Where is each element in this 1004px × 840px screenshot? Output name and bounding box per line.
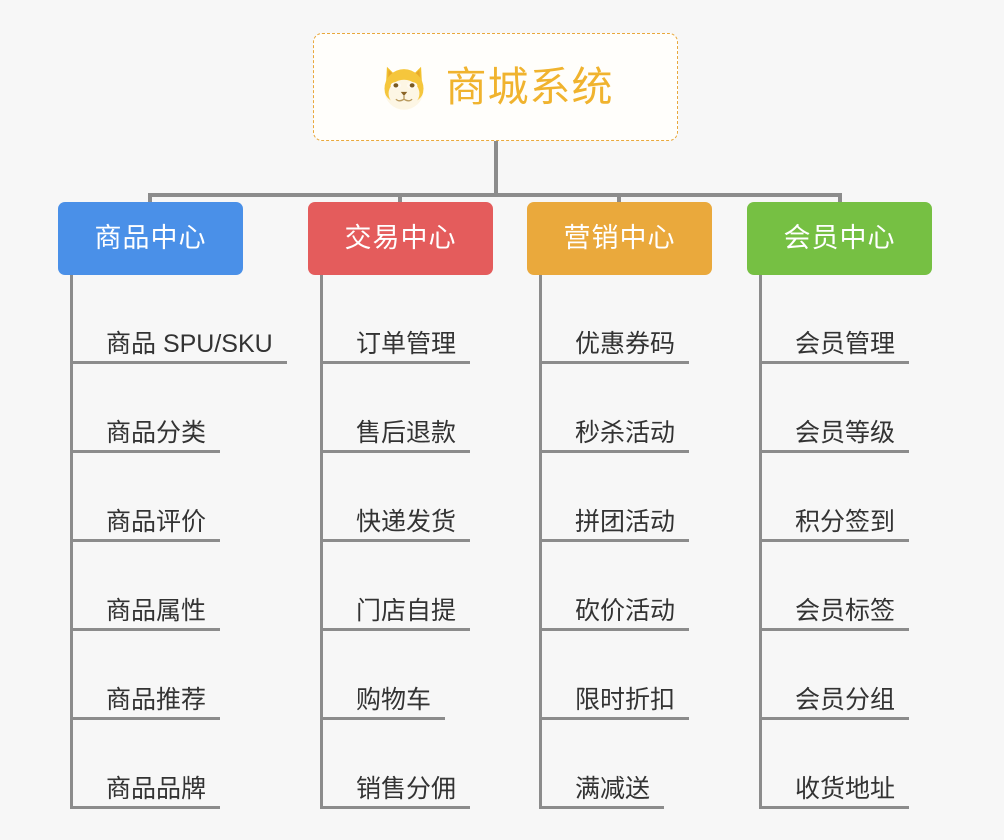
leaf-label: 商品分类 — [106, 419, 207, 447]
leaf-label: 购物车 — [356, 686, 432, 714]
leaf-label: 门店自提 — [356, 597, 457, 625]
column-trunk — [759, 275, 762, 809]
leaf-label: 砍价活动 — [575, 597, 676, 625]
connector-drop-3 — [617, 193, 621, 209]
connector-root-stem — [494, 141, 498, 197]
category-header-huiyuan[interactable]: 会员中心 — [747, 202, 932, 275]
leaf-label: 商品推荐 — [106, 686, 207, 714]
category-header-shangpin[interactable]: 商品中心 — [58, 202, 243, 275]
leaf-label: 售后退款 — [356, 419, 457, 447]
leaf-label: 拼团活动 — [575, 508, 676, 536]
connector-horizontal-bus — [148, 193, 842, 197]
leaf-label: 优惠券码 — [575, 330, 676, 358]
root-node[interactable]: 商城系统 — [313, 33, 678, 141]
leaf-label: 会员分组 — [795, 686, 896, 714]
leaf-label: 积分签到 — [795, 508, 896, 536]
connector-drop-2 — [398, 193, 402, 209]
category-header-jiaoyi[interactable]: 交易中心 — [308, 202, 493, 275]
leaf-label: 会员管理 — [795, 330, 896, 358]
leaf-label: 会员标签 — [795, 597, 896, 625]
leaf-label: 限时折扣 — [575, 686, 676, 714]
category-title: 会员中心 — [783, 223, 896, 253]
category-title: 营销中心 — [563, 223, 676, 253]
category-column-shangpin: 商品中心 商品 SPU/SKU 商品分类 商品评价 商品属性 商品推荐 商品品牌 — [58, 202, 287, 809]
column-trunk — [320, 275, 323, 809]
category-title: 交易中心 — [344, 223, 457, 253]
leaf-label: 销售分佣 — [356, 775, 457, 803]
leaf-label: 满减送 — [575, 775, 651, 803]
shiba-dog-face-icon — [378, 61, 430, 113]
connector-drop-4 — [838, 193, 842, 209]
leaf-label: 商品 SPU/SKU — [106, 330, 273, 358]
leaf-label: 会员等级 — [795, 419, 896, 447]
column-trunk — [70, 275, 73, 809]
connector-drop-1 — [148, 193, 152, 209]
category-column-huiyuan: 会员中心 会员管理 会员等级 积分签到 会员标签 会员分组 收货地址 — [747, 202, 932, 809]
leaf-label: 快递发货 — [356, 508, 457, 536]
category-title: 商品中心 — [94, 223, 207, 253]
leaf-label: 商品品牌 — [106, 775, 207, 803]
category-header-yingxiao[interactable]: 营销中心 — [527, 202, 712, 275]
column-trunk — [539, 275, 542, 809]
leaf-label: 商品属性 — [106, 597, 207, 625]
category-column-yingxiao: 营销中心 优惠券码 秒杀活动 拼团活动 砍价活动 限时折扣 满减送 — [527, 202, 712, 809]
leaf-label: 秒杀活动 — [575, 419, 676, 447]
root-title: 商城系统 — [445, 63, 614, 110]
leaf-label: 商品评价 — [106, 508, 207, 536]
leaf-label: 订单管理 — [356, 330, 457, 358]
category-column-jiaoyi: 交易中心 订单管理 售后退款 快递发货 门店自提 购物车 销售分佣 — [308, 202, 493, 809]
leaf-label: 收货地址 — [795, 775, 896, 803]
